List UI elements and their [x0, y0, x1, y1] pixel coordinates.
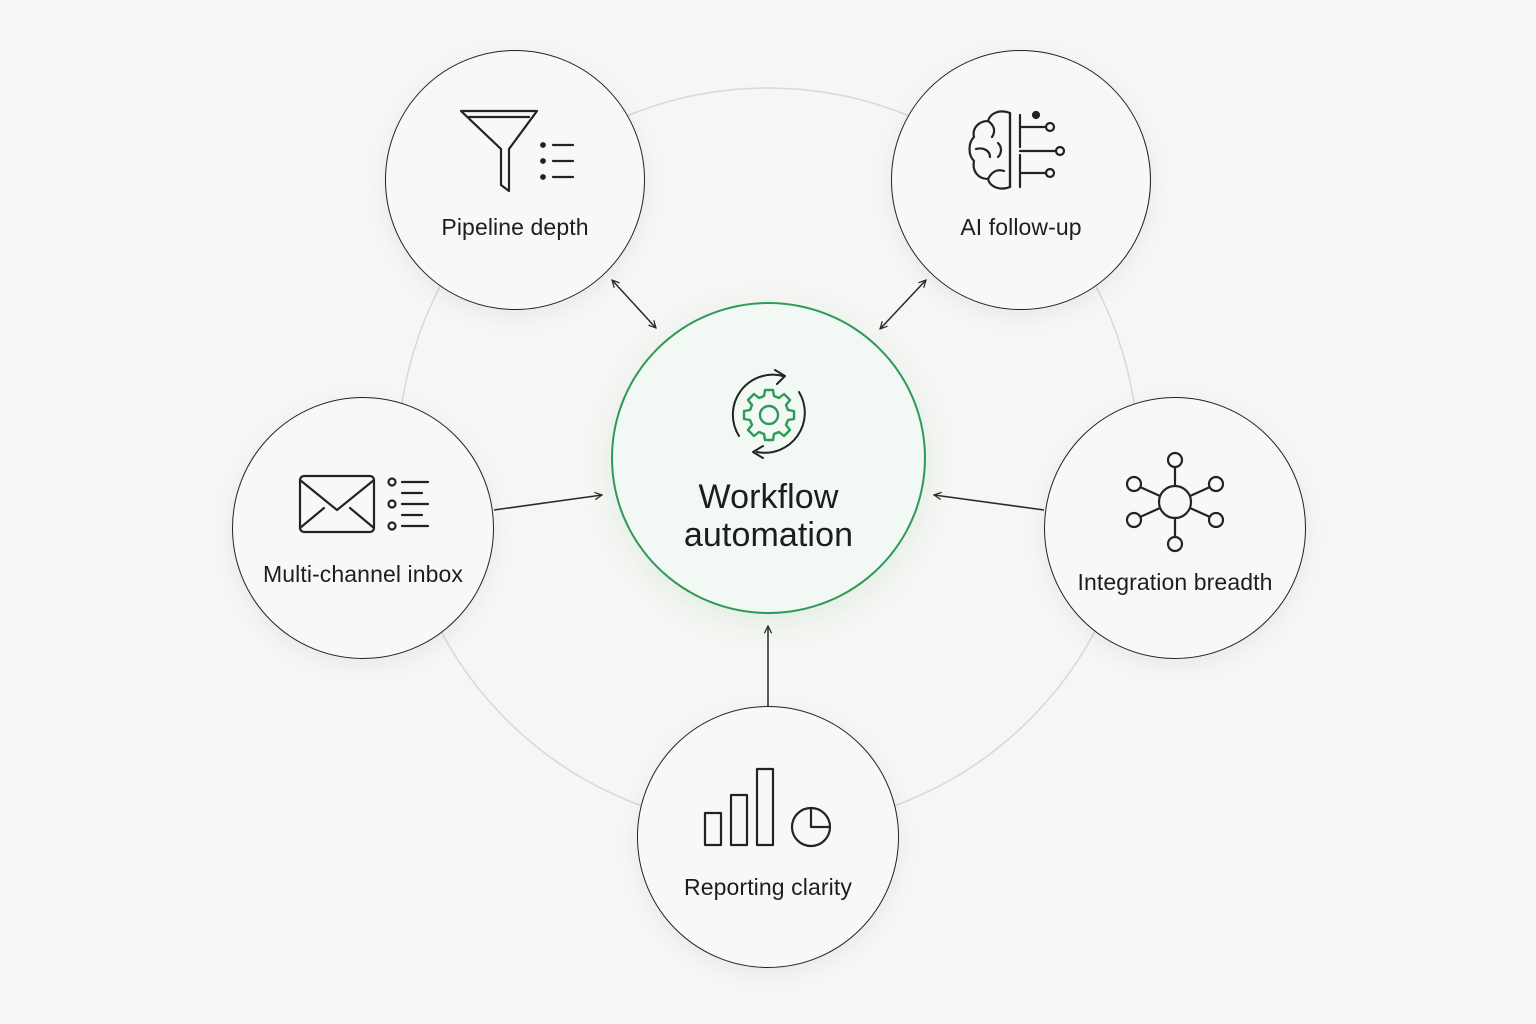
- node-workflow-automation[interactable]: Workflow automation: [611, 302, 926, 614]
- envelope-list-icon: [298, 474, 430, 534]
- node-label: AI follow-up: [960, 214, 1082, 240]
- node-multi-channel-inbox[interactable]: Multi-channel inbox: [232, 397, 494, 659]
- arrow-pipeline-center: [612, 280, 656, 328]
- center-title-line2: automation: [683, 516, 854, 554]
- arrow-integration-center: [934, 495, 1045, 511]
- gear-refresh-icon: [731, 369, 806, 459]
- brain-circuit-icon: [968, 110, 1066, 190]
- network-hub-icon: [1125, 451, 1225, 553]
- node-label: Reporting clarity: [684, 874, 852, 900]
- node-ai-follow-up[interactable]: AI follow-up: [891, 50, 1151, 310]
- bar-pie-chart-icon: [703, 767, 832, 848]
- arrow-inbox-center: [493, 495, 602, 511]
- node-integration-breadth[interactable]: Integration breadth: [1044, 397, 1306, 659]
- node-label: Multi-channel inbox: [262, 561, 464, 587]
- node-pipeline-depth[interactable]: Pipeline depth: [385, 50, 645, 310]
- center-title: Workflow automation: [613, 478, 924, 554]
- center-title-line1: Workflow: [698, 478, 839, 516]
- node-label: Pipeline depth: [441, 214, 589, 240]
- arrow-ai-center: [880, 280, 926, 329]
- node-reporting-clarity[interactable]: Reporting clarity: [637, 706, 899, 968]
- funnel-list-icon: [459, 109, 575, 193]
- node-label: Integration breadth: [1077, 569, 1273, 595]
